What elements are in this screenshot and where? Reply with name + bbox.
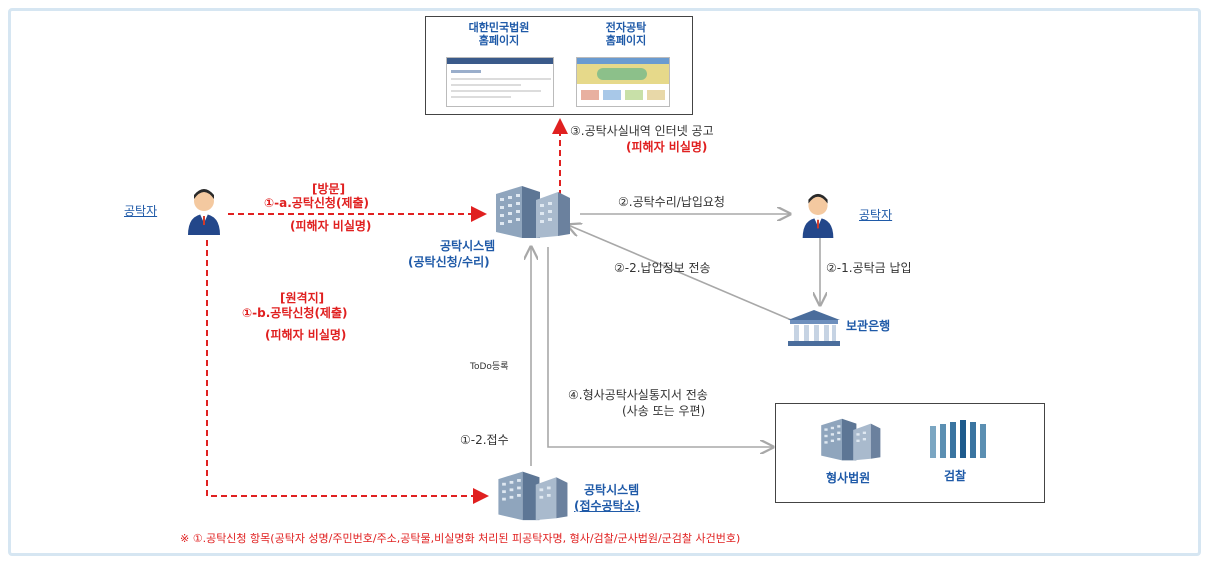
payment-label: ②-1.공탁금 납입 <box>826 261 912 275</box>
building-icon <box>498 471 568 521</box>
receipt-label: ①-2.접수 <box>460 433 509 447</box>
visit-note: (피해자 비실명) <box>290 219 372 233</box>
person-icon <box>188 189 220 235</box>
system-main-subtitle: (공탁신청/수리) <box>408 255 490 269</box>
remote-step: ①-b.공탁신청(제출) <box>242 306 348 320</box>
notice-step: ③.공탁사실내역 인터넷 공고 <box>570 124 714 138</box>
bank-icon <box>788 310 840 346</box>
payment-info-label: ②-2.납입정보 전송 <box>614 261 711 275</box>
system-bottom-title: 공탁시스템 <box>584 483 640 497</box>
court-site-label: 대한민국법원 홈페이지 <box>468 21 530 47</box>
accept-request-label: ②.공탁수리/납입요청 <box>618 195 725 209</box>
prosecution-logo-icon <box>930 420 986 458</box>
building-icon <box>821 418 881 461</box>
websites-box: 대한민국법원 홈페이지 전자공탁 홈페이지 <box>425 16 693 115</box>
prosecution-label: 검찰 <box>944 469 967 483</box>
efile-site-thumbnail[interactable] <box>576 57 670 107</box>
depositor-right-label: 공탁자 <box>859 208 893 222</box>
efile-site-label: 전자공탁 홈페이지 <box>605 21 647 47</box>
person-icon <box>802 193 834 238</box>
remote-note: (피해자 비실명) <box>265 328 347 342</box>
footnote: ※ ①.공탁신청 항목(공탁자 성명/주민번호/주소,공탁물,비실명화 처리된 … <box>180 532 741 545</box>
criminal-court-label: 형사법원 <box>826 471 871 485</box>
building-icon <box>496 186 570 238</box>
depositor-left-label: 공탁자 <box>124 204 158 218</box>
edge-payment-info <box>568 225 797 323</box>
court-site-thumbnail[interactable] <box>446 57 554 107</box>
criminal-notice-note: (사송 또는 우편) <box>622 404 706 418</box>
system-bottom-subtitle: (접수공탁소) <box>574 499 641 513</box>
notice-note: (피해자 비실명) <box>626 140 708 154</box>
court-prosecution-box: 형사법원 검찰 <box>775 403 1045 503</box>
criminal-notice-label: ④.형사공탁사실통지서 전송 <box>568 388 708 402</box>
edge-criminal-notice <box>547 247 773 447</box>
visit-step: ①-a.공탁신청(제출) <box>264 196 370 210</box>
system-main-title: 공탁시스템 <box>440 239 496 253</box>
todo-label: ToDo등록 <box>470 362 509 372</box>
bank-label: 보관은행 <box>846 319 891 333</box>
remote-title: [원격지] <box>280 291 325 305</box>
visit-title: [방문] <box>312 182 346 196</box>
edge-remote <box>206 240 489 504</box>
